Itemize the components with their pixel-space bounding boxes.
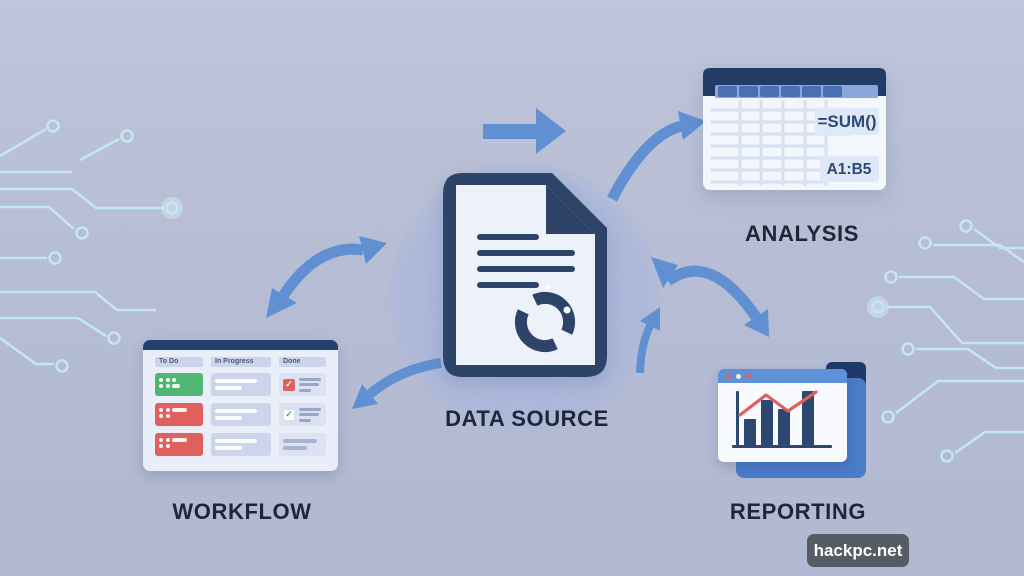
window-dot-icon [726, 373, 731, 379]
kanban-card [155, 403, 203, 426]
kanban-card [155, 433, 203, 456]
check-icon: ✓ [283, 378, 295, 391]
kanban-card: ✓ [279, 373, 326, 396]
kanban-column-title: Done [279, 357, 326, 367]
kanban-card [279, 433, 326, 456]
kanban-card [155, 373, 203, 396]
document-text-lines [477, 234, 575, 288]
arrow-doc-to-analysis-icon [607, 111, 706, 202]
kanban-titlebar [143, 340, 338, 350]
watermark-text: hackpc.net [813, 540, 903, 560]
formula-badge: =SUM() [817, 112, 876, 131]
reporting-label: REPORTING [729, 499, 867, 524]
workflow-label: WORKFLOW [172, 499, 312, 524]
range-badge: A1:B5 [827, 161, 872, 178]
report-icon-group [716, 358, 868, 480]
chart-bar [744, 419, 756, 445]
kanban-board-icon: To Do In Progress [143, 340, 338, 471]
window-dot-icon [746, 373, 751, 379]
window-dot-icon [736, 373, 741, 379]
sparkle-icon [545, 284, 551, 290]
kanban-column-todo: To Do [155, 357, 203, 463]
arrow-doc-workflow-bidirectional-icon [266, 236, 387, 318]
chart-x-axis [732, 445, 832, 448]
chart-bar [778, 409, 790, 445]
chart-bar [802, 391, 814, 445]
document-icon [443, 173, 607, 377]
spreadsheet-icon: =SUM() A1:B5 [703, 68, 886, 190]
sparkle-icon [563, 306, 571, 314]
browser-window-icon [718, 369, 847, 462]
chart-bar [761, 400, 773, 445]
report-trend-line [738, 390, 818, 417]
kanban-card [211, 403, 271, 426]
kanban-card: ✓ [279, 403, 326, 426]
arrow-right-icon [483, 108, 566, 154]
spreadsheet-column-tabs [718, 86, 842, 97]
chart-y-axis [736, 391, 739, 447]
arrow-doc-reporting-bidirectional-icon [651, 257, 769, 337]
kanban-card [211, 373, 271, 396]
watermark-badge: hackpc.net [807, 534, 909, 567]
kanban-column-title: In Progress [211, 357, 271, 367]
check-icon: ✓ [283, 408, 295, 421]
kanban-column-inprogress: In Progress [211, 357, 271, 463]
spreadsheet-grid [711, 100, 851, 186]
data-source-label: DATA SOURCE [445, 406, 609, 431]
trend-line-icon [738, 390, 818, 417]
analysis-label: ANALYSIS [744, 221, 860, 246]
kanban-column-title: To Do [155, 357, 203, 367]
kanban-column-done: Done ✓ ✓ [279, 357, 326, 463]
kanban-card [211, 433, 271, 456]
browser-titlebar [718, 369, 847, 383]
bar-chart-icon [726, 389, 834, 451]
sync-icon [514, 291, 576, 353]
